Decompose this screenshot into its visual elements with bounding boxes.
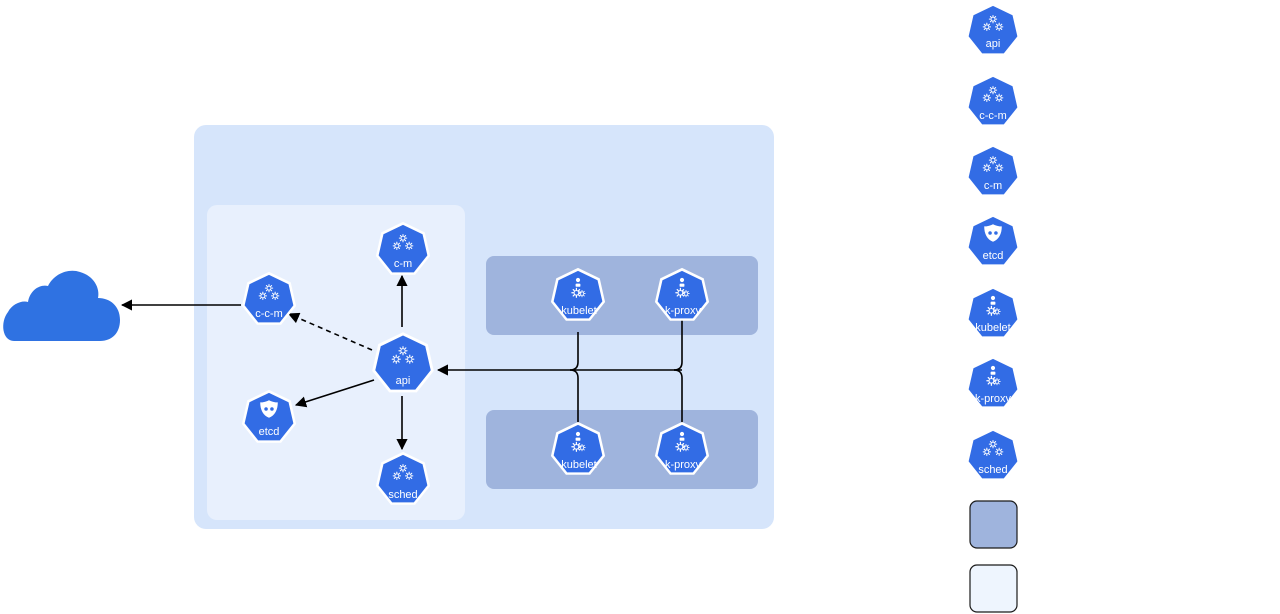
svg-text:kubelet: kubelet (561, 305, 596, 317)
svg-text:c-c-m: c-c-m (255, 308, 283, 320)
node-kproxy-2: k-proxy (654, 421, 710, 475)
svg-text:sched: sched (388, 489, 417, 501)
node-ccm: c-c-m (241, 271, 297, 325)
node-cm: c-m (375, 221, 431, 275)
connector-api-ccm (287, 312, 373, 351)
node-kubelet-1: kubelet (550, 267, 606, 321)
svg-text:api: api (396, 375, 411, 387)
svg-text:kubelet: kubelet (975, 322, 1010, 334)
svg-text:kubelet: kubelet (561, 459, 596, 471)
svg-text:k-proxy: k-proxy (975, 393, 1012, 405)
svg-text:k-proxy: k-proxy (665, 459, 702, 471)
legend-kproxy: k-proxy (965, 355, 1021, 409)
cloud-provider-icon (3, 270, 121, 341)
legend-api: api (965, 2, 1021, 56)
connector-api-etcd (294, 379, 375, 408)
svg-text:c-c-m: c-c-m (979, 110, 1007, 122)
legend-kubelet: kubelet (965, 285, 1021, 339)
legend-control-plane-swatch (969, 564, 1018, 613)
svg-text:etcd: etcd (259, 426, 280, 438)
node-kproxy-1: k-proxy (654, 267, 710, 321)
svg-text:api: api (986, 38, 1001, 50)
svg-text:c-m: c-m (984, 180, 1002, 192)
legend-cm: c-m (965, 143, 1021, 197)
svg-text:sched: sched (978, 464, 1007, 476)
legend-etcd: etcd (965, 213, 1021, 267)
connector-nodes-api (436, 320, 683, 423)
node-api: api (372, 332, 434, 393)
svg-text:k-proxy: k-proxy (665, 305, 702, 317)
worker-node-box-1 (486, 256, 758, 335)
legend-sched: sched (965, 427, 1021, 481)
worker-node-box-2 (486, 410, 758, 489)
legend-node-swatch (969, 500, 1018, 549)
legend-ccm: c-c-m (965, 73, 1021, 127)
svg-text:etcd: etcd (983, 250, 1004, 262)
node-sched: sched (375, 451, 431, 505)
node-etcd: etcd (241, 389, 297, 443)
svg-text:c-m: c-m (394, 258, 412, 270)
node-kubelet-2: kubelet (550, 421, 606, 475)
